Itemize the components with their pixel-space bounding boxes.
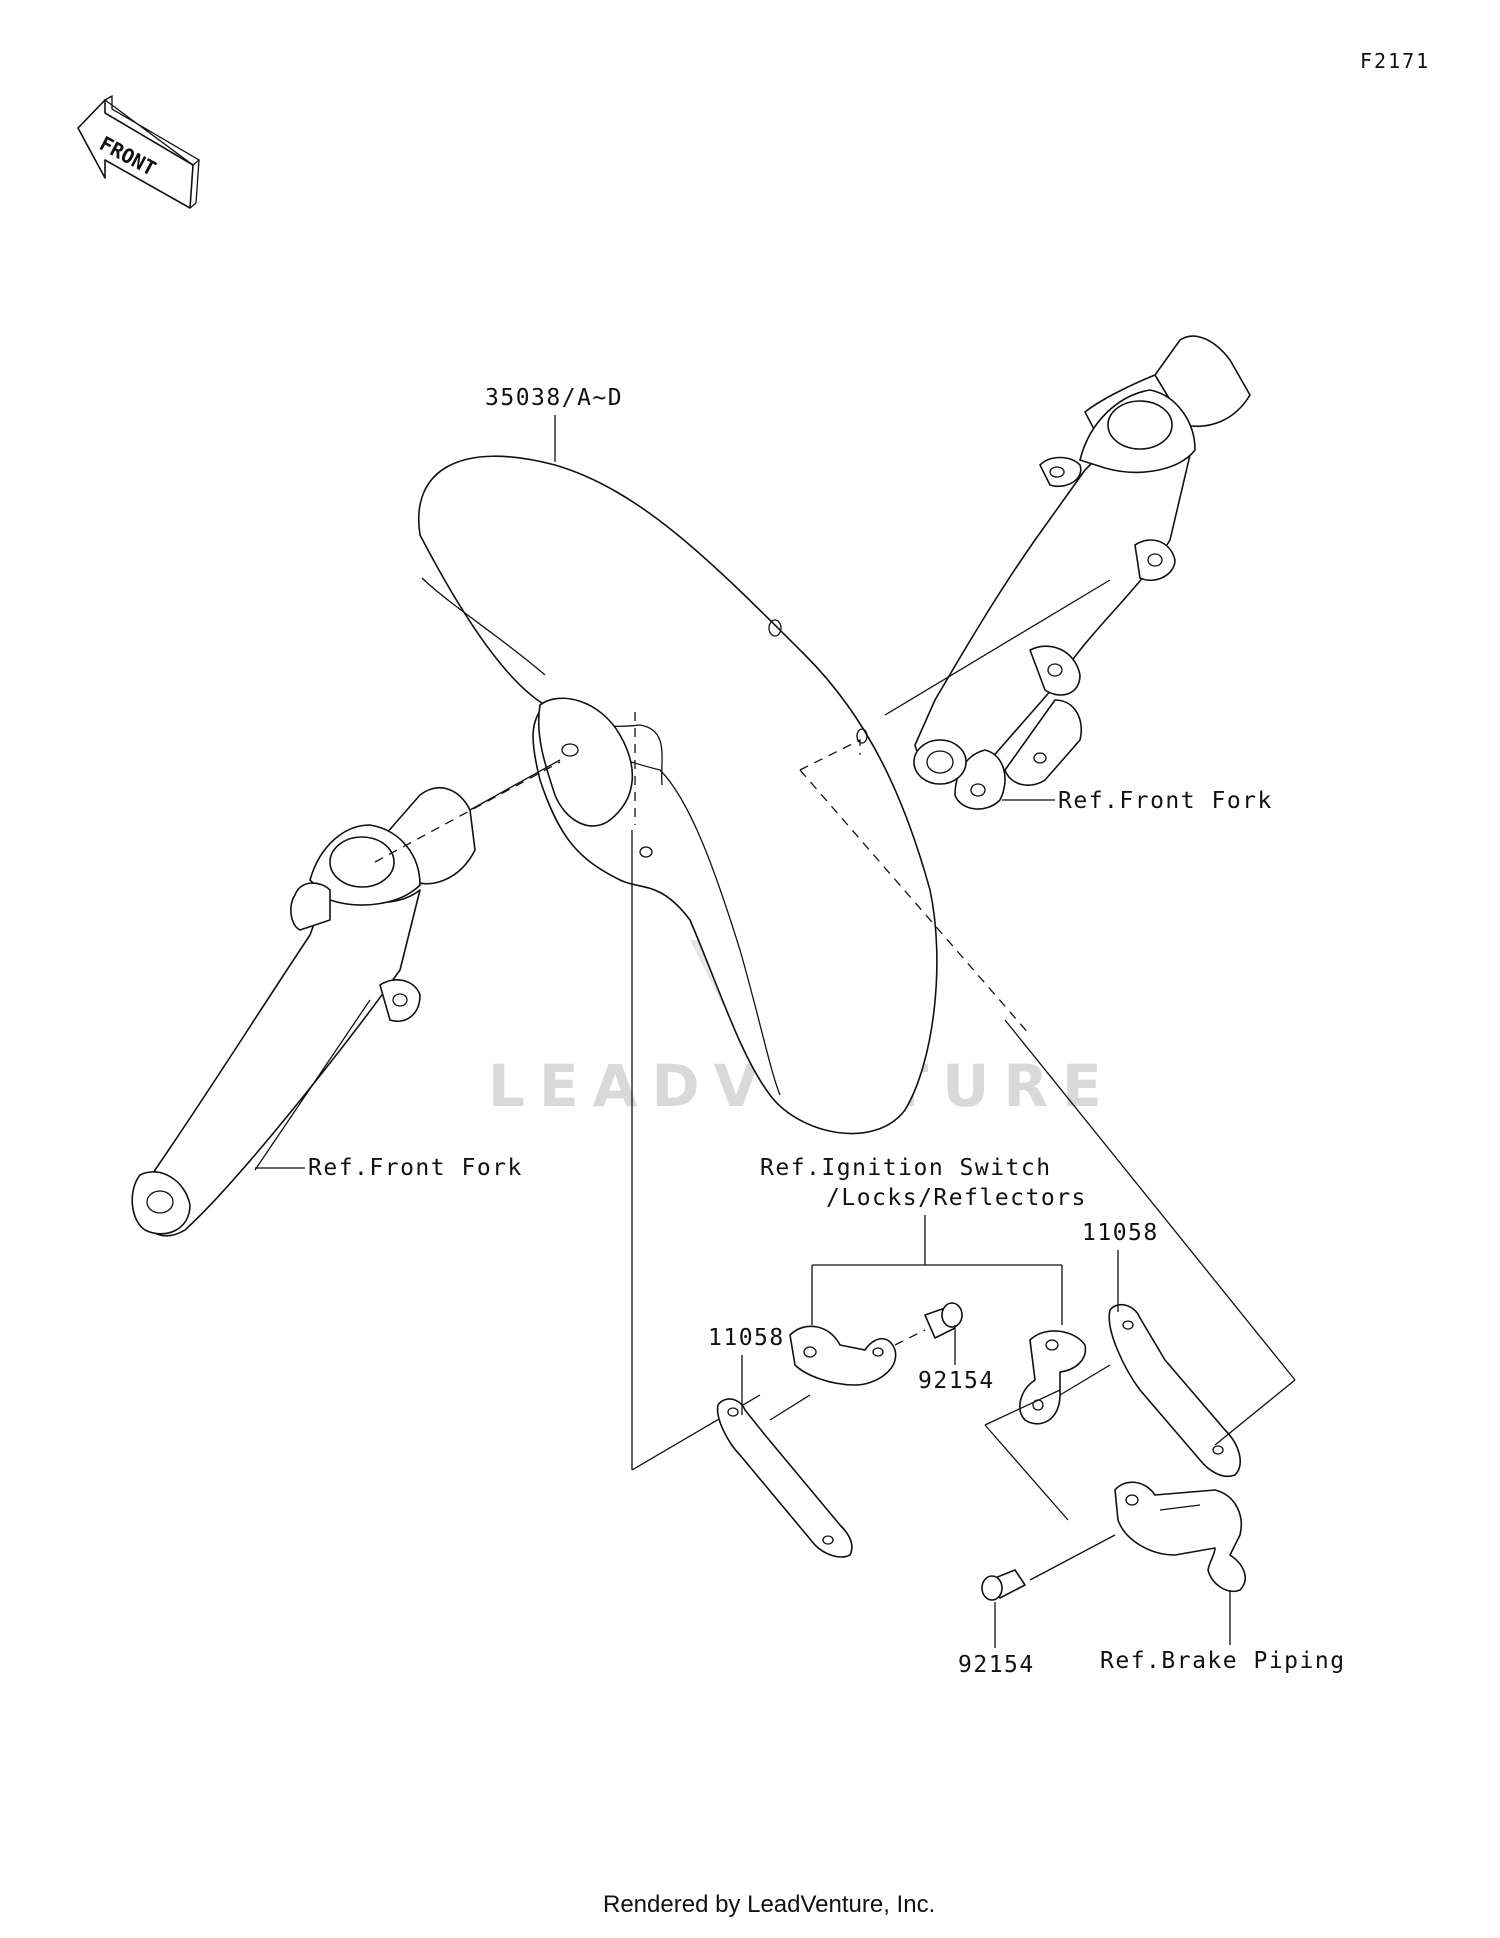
bracket-11058-left	[716, 1398, 853, 1558]
reflector-bracket-left	[789, 1325, 897, 1386]
figure-code: F2171	[1360, 49, 1430, 73]
fender-part-number: 35038/A~D	[485, 385, 623, 411]
left-fork-label: Ref.Front Fork	[308, 1155, 523, 1181]
bracket-right-part-number: 11058	[1082, 1220, 1159, 1246]
brake-piping-label: Ref.Brake Piping	[1100, 1648, 1346, 1674]
ignition-ref-line1: Ref.Ignition Switch	[760, 1155, 1052, 1181]
reflector-bracket-right	[1019, 1330, 1087, 1425]
bracket-11058-right	[1108, 1303, 1241, 1478]
ignition-ref-line2: /Locks/Reflectors	[826, 1185, 1087, 1211]
bolt-lower-part-number: 92154	[958, 1652, 1035, 1678]
bolt-92154-upper	[924, 1302, 963, 1339]
bracket-left-part-number: 11058	[708, 1325, 785, 1351]
right-fork-label: Ref.Front Fork	[1058, 788, 1273, 814]
right-front-fork	[913, 335, 1251, 810]
footer-credit: Rendered by LeadVenture, Inc.	[603, 1891, 935, 1918]
front-arrow-icon: FRONT	[77, 94, 201, 209]
brake-piping-clamp	[1114, 1481, 1246, 1592]
bolt-upper-part-number: 92154	[918, 1368, 995, 1394]
bolt-92154-lower	[981, 1569, 1026, 1601]
front-fender	[417, 455, 938, 1135]
